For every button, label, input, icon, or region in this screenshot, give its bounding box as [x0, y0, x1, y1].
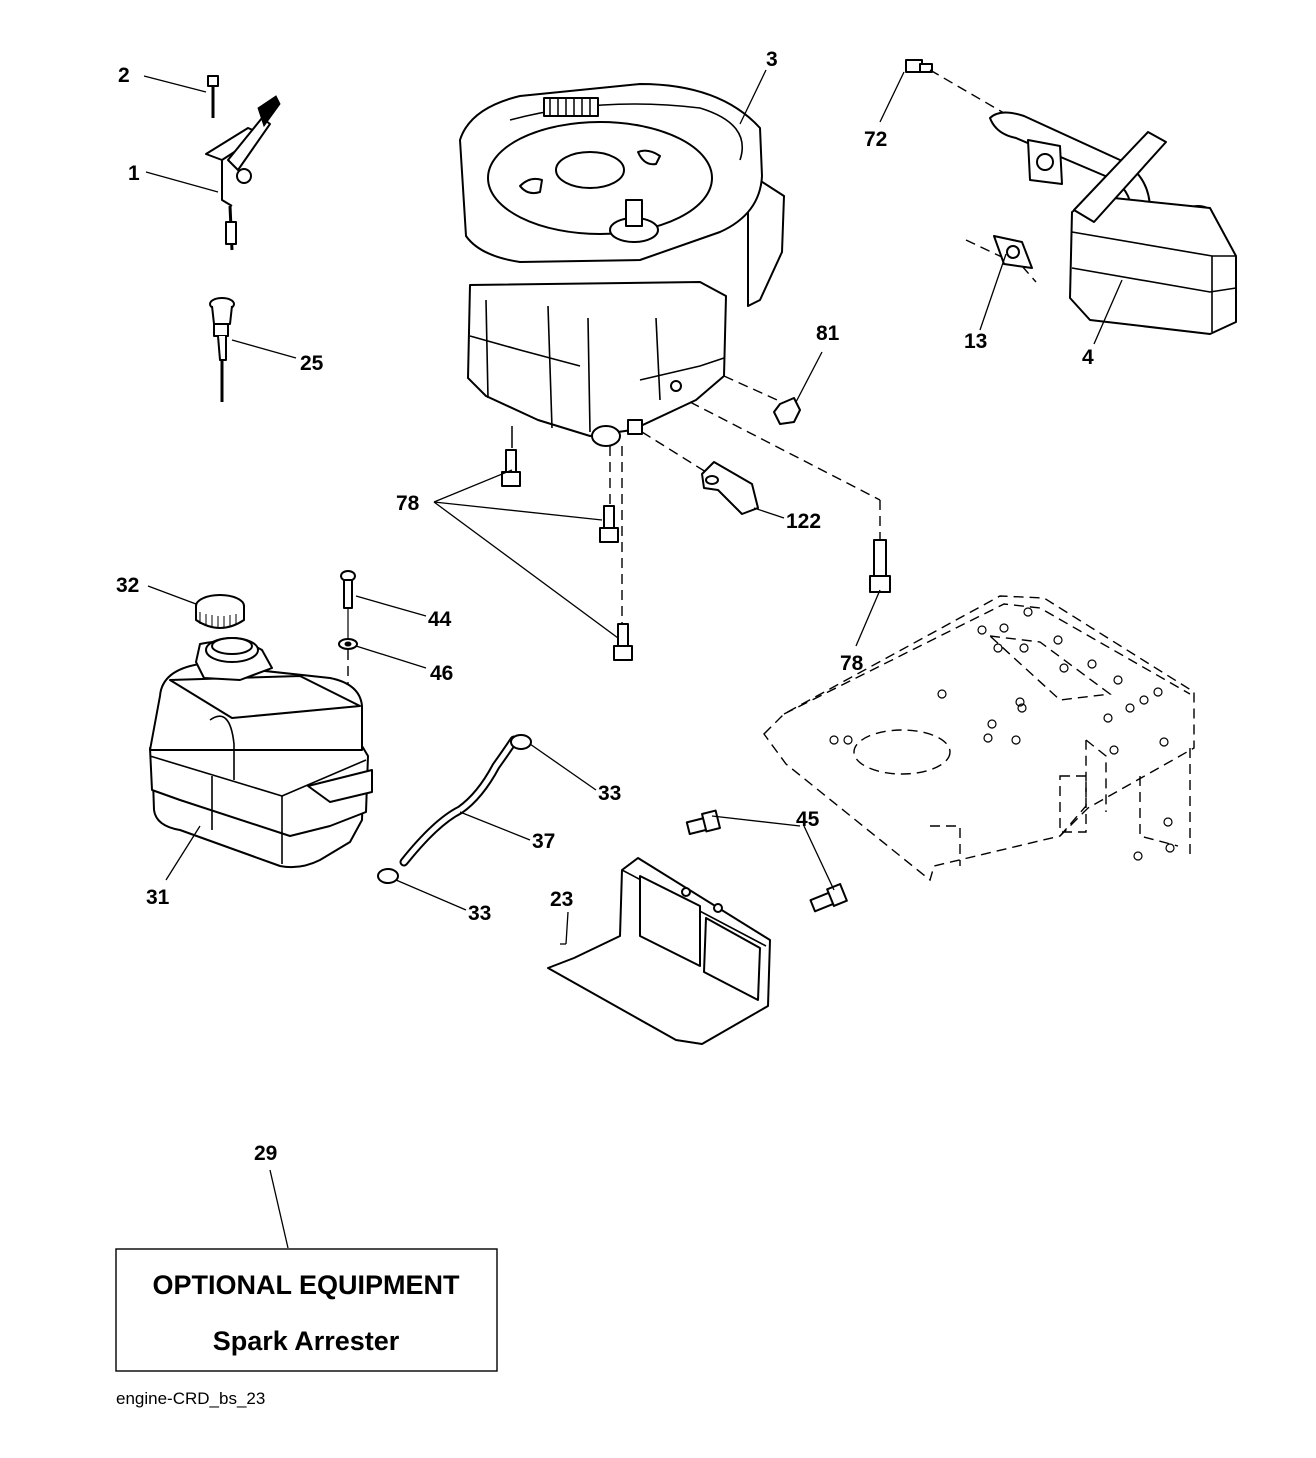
- callout-23: 23: [550, 888, 573, 911]
- callout-1: 1: [128, 162, 140, 185]
- fuel-line-part: [377, 734, 532, 884]
- engine-shield-part: [547, 809, 848, 1045]
- callout-3: 3: [766, 48, 778, 71]
- callout-25: 25: [300, 352, 324, 375]
- callout-33-upper: 33: [598, 782, 621, 805]
- callout-labels: 2 1 3 25 72 13 4 81 78 122 78 32 44 46 3…: [116, 48, 1094, 1165]
- engine-part: [459, 83, 785, 448]
- callout-31: 31: [146, 886, 170, 909]
- fuel-cap-part: [195, 594, 245, 629]
- leader-lines: [143, 69, 1123, 1249]
- callout-81: 81: [816, 322, 840, 345]
- bracket-part: [641, 431, 759, 515]
- optional-equipment-subtitle: Spark Arrester: [213, 1326, 400, 1356]
- dipstick-part: [209, 297, 235, 402]
- callout-72: 72: [864, 128, 887, 151]
- callout-44: 44: [428, 608, 452, 631]
- throttle-control-part: [205, 75, 281, 251]
- callout-46: 46: [430, 662, 453, 685]
- callout-13: 13: [964, 330, 987, 353]
- diagram-code: engine-CRD_bs_23: [116, 1389, 265, 1408]
- nut-part: [723, 375, 801, 425]
- engine-mount-bolts: [501, 401, 891, 661]
- air-intake-grille: [543, 97, 599, 117]
- callout-78-engine: 78: [396, 492, 420, 515]
- callout-78-frame: 78: [840, 652, 864, 675]
- callout-37: 37: [532, 830, 555, 853]
- optional-equipment-title: OPTIONAL EQUIPMENT: [152, 1270, 460, 1300]
- callout-4: 4: [1082, 346, 1094, 369]
- muffler-assembly-part: [905, 59, 1237, 335]
- optional-equipment-box: OPTIONAL EQUIPMENT Spark Arrester: [115, 1248, 498, 1372]
- callout-122: 122: [786, 510, 821, 533]
- callout-32: 32: [116, 574, 139, 597]
- callout-2: 2: [118, 64, 130, 87]
- fuel-tank-part: [149, 637, 373, 869]
- callout-45: 45: [796, 808, 820, 831]
- callout-29: 29: [254, 1142, 277, 1165]
- callout-33-lower: 33: [468, 902, 491, 925]
- mower-frame-part: [763, 595, 1195, 882]
